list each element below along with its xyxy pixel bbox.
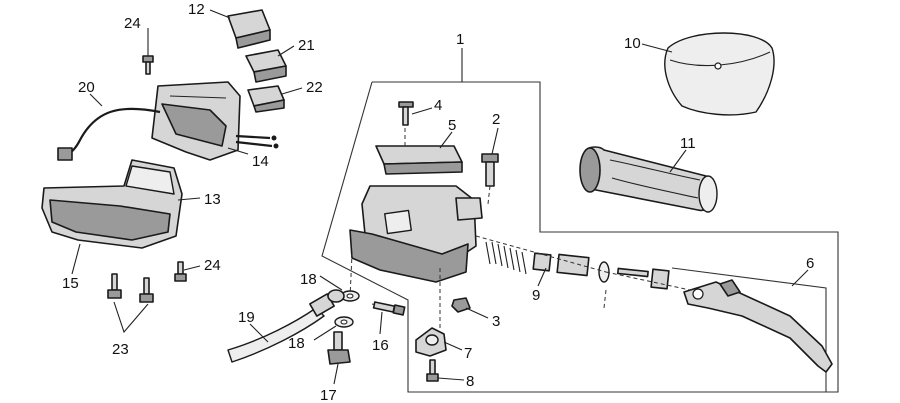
callout-18-lower: 18 [288,335,305,352]
callout-24-top: 24 [124,15,141,32]
switch-button-part [245,49,287,83]
brake-lever-part [683,279,833,373]
screw-pair-part [107,261,187,303]
callout-5: 5 [448,117,456,134]
callout-10: 10 [624,35,641,52]
clamp-screw-part [426,359,439,382]
master-cylinder-body-part [349,185,483,283]
brake-hose-part [227,289,345,363]
callout-16: 16 [372,337,389,354]
callout-19: 19 [238,309,255,326]
lower-switch-housing-part [41,159,183,249]
washer-lower-part [334,316,354,328]
callout-2: 2 [492,111,500,128]
callout-24-lower: 24 [204,257,221,274]
reservoir-cap-part [375,145,463,175]
callout-18-upper: 18 [300,271,317,288]
washer-upper-part [340,290,360,302]
callout-20: 20 [78,79,95,96]
callout-22: 22 [306,79,323,96]
callout-21: 21 [298,37,315,54]
callout-11: 11 [680,135,696,152]
handle-grip-part [579,146,718,213]
cap-screw-part [398,101,414,126]
banjo-bolt-part [327,331,351,365]
assembly-guide-lines [349,128,691,330]
leader-lines [71,9,809,385]
cover-bag-part [664,32,775,116]
callout-23: 23 [112,341,129,358]
bleed-valve-part [372,301,406,316]
callout-8: 8 [466,373,474,390]
wiring-harness-part [57,107,279,161]
callout-17: 17 [320,387,337,403]
upper-switch-housing-part [151,81,241,161]
switch-rocker-part [247,85,285,113]
mounting-bolt-part [481,153,499,187]
callout-4: 4 [434,97,442,114]
callout-15: 15 [62,275,79,292]
callout-7: 7 [464,345,472,362]
callout-1: 1 [456,31,464,48]
piston-assembly-part [485,241,610,283]
clamp-part [415,327,447,357]
callout-labels: 1 2 3 4 5 6 7 8 9 10 11 12 13 14 15 16 1… [62,1,814,403]
callout-13: 13 [204,191,221,208]
callout-6: 6 [806,255,814,272]
callout-12: 12 [188,1,205,18]
screw-top-part [142,55,154,75]
master-cylinder-frame [321,81,839,393]
callout-14: 14 [252,153,269,170]
callout-9: 9 [532,287,540,304]
callout-3: 3 [492,313,500,330]
switch-cap-part [227,9,271,49]
push-rod-part [616,267,670,290]
nut-part [451,297,471,313]
